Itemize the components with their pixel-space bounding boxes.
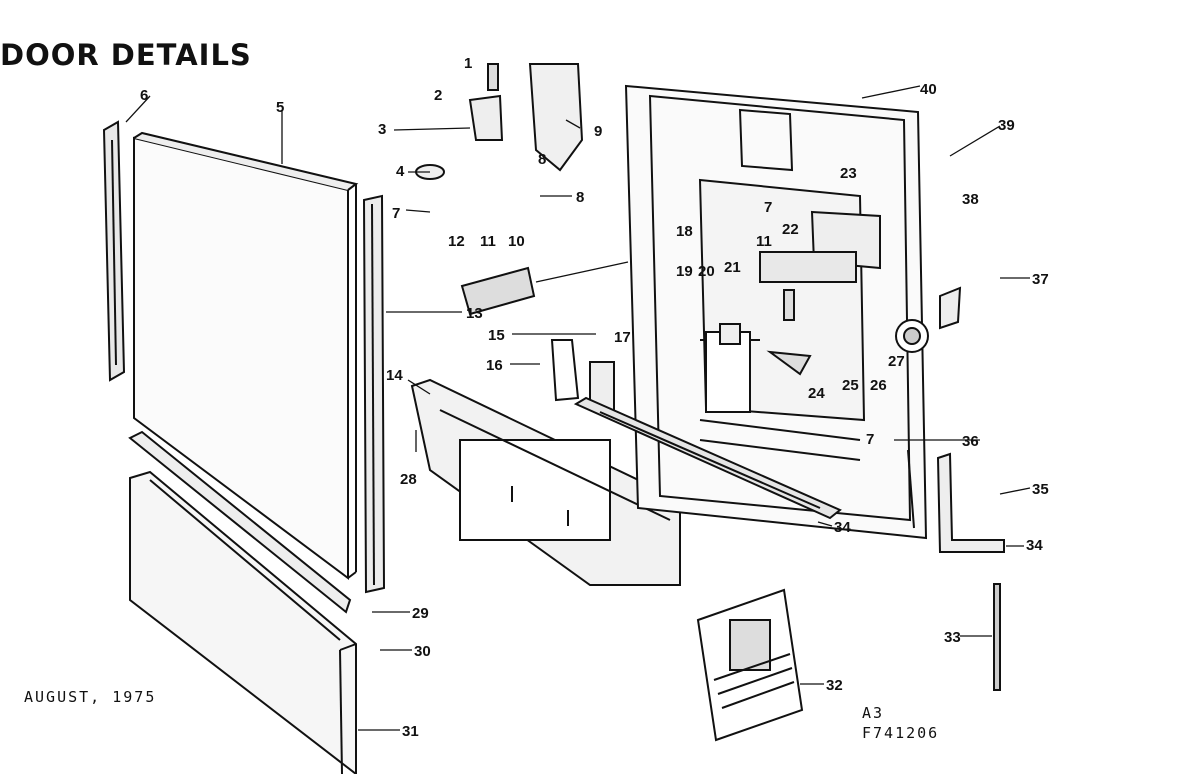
leader-lines bbox=[125, 85, 1031, 731]
part-34-bottom-rail bbox=[573, 396, 842, 520]
callout-4: 4 bbox=[396, 163, 405, 180]
callout-21: 21 bbox=[724, 259, 741, 276]
callout-16: 16 bbox=[486, 357, 503, 374]
callout-34b: 34 bbox=[834, 519, 851, 536]
callout-6: 6 bbox=[140, 87, 148, 104]
callout-11: 11 bbox=[480, 233, 496, 250]
latch-assembly-parts bbox=[415, 63, 962, 376]
part-33-rod bbox=[993, 583, 1001, 691]
part-5-door-panel bbox=[133, 131, 359, 580]
callout-22: 22 bbox=[782, 221, 799, 238]
callout-14: 14 bbox=[386, 367, 403, 384]
callout-40: 40 bbox=[920, 81, 937, 98]
part-32-instruction-card bbox=[696, 588, 804, 742]
callout-12: 12 bbox=[448, 233, 465, 250]
callout-28: 28 bbox=[400, 471, 417, 488]
callout-24: 24 bbox=[808, 385, 825, 402]
callout-38: 38 bbox=[962, 191, 979, 208]
callout-26: 26 bbox=[870, 377, 887, 394]
part-13-side-trim bbox=[362, 194, 386, 594]
callout-34a: 34 bbox=[1026, 537, 1043, 554]
callout-32: 32 bbox=[826, 677, 843, 694]
page-title: DOOR DETAILS bbox=[0, 38, 252, 72]
callout-33: 33 bbox=[944, 629, 961, 646]
callout-17: 17 bbox=[614, 329, 631, 346]
callout-27: 27 bbox=[888, 353, 905, 370]
callout-3: 3 bbox=[378, 121, 386, 138]
callout-8b: 8 bbox=[538, 151, 546, 168]
date-label: AUGUST, 1975 bbox=[24, 688, 157, 706]
callout-35: 35 bbox=[1032, 481, 1049, 498]
part-14-lower-bracket bbox=[410, 378, 681, 586]
callout-31: 31 bbox=[402, 723, 419, 740]
part-1-inner-liner bbox=[624, 84, 928, 540]
callout-30: 30 bbox=[414, 643, 431, 660]
callout-29: 29 bbox=[412, 605, 429, 622]
callout-1: 1 bbox=[464, 55, 472, 72]
callout-23: 23 bbox=[840, 165, 857, 182]
callout-11b: 11 bbox=[756, 233, 772, 250]
callout-2: 2 bbox=[434, 87, 442, 104]
callout-7: 7 bbox=[392, 205, 400, 222]
callout-37: 37 bbox=[1032, 271, 1049, 288]
callout-9: 9 bbox=[594, 123, 602, 140]
callout-labels: 1 2 3 4 7 8 9 8 6 5 13 14 15 16 17 12 11… bbox=[140, 55, 1049, 740]
part-29-trim-strip bbox=[128, 430, 352, 614]
callout-39: 39 bbox=[998, 117, 1015, 134]
part-34-hinge-bracket bbox=[907, 449, 1005, 553]
callout-5: 5 bbox=[276, 99, 284, 116]
callout-25: 25 bbox=[842, 377, 859, 394]
callout-36: 36 bbox=[962, 433, 979, 450]
callout-13: 13 bbox=[466, 305, 483, 322]
callout-8: 8 bbox=[576, 189, 584, 206]
callout-15: 15 bbox=[488, 327, 505, 344]
callout-7b: 7 bbox=[764, 199, 772, 216]
callout-20: 20 bbox=[698, 263, 715, 280]
part-6-gasket-strip bbox=[102, 120, 126, 382]
callout-18: 18 bbox=[676, 223, 693, 240]
part-31-lower-panel bbox=[129, 470, 357, 774]
callout-7c: 7 bbox=[866, 431, 874, 448]
reference-code-line2: F741206 bbox=[862, 724, 940, 742]
reference-code-line1: A3 bbox=[862, 704, 885, 722]
callout-10: 10 bbox=[508, 233, 525, 250]
callout-19: 19 bbox=[676, 263, 693, 280]
